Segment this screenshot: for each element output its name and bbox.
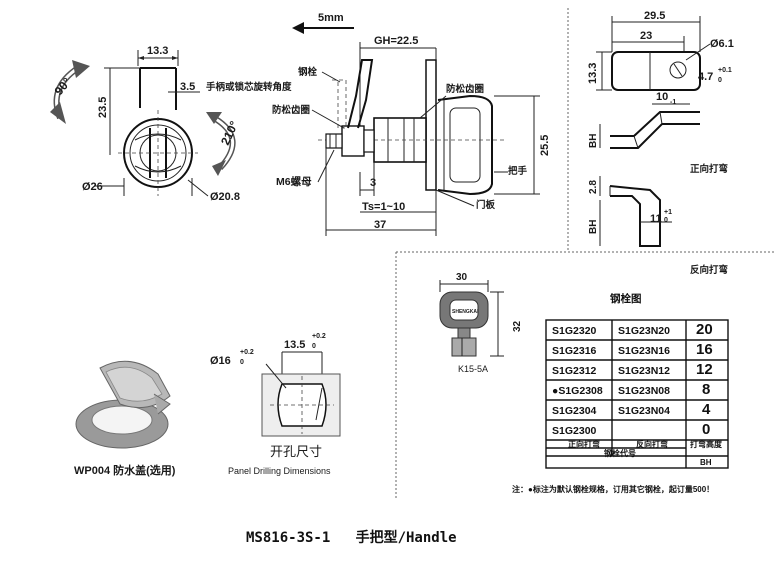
tol-drill-dia-lower: 0 bbox=[240, 359, 244, 366]
cam-table-title: 钢栓图 bbox=[610, 292, 642, 305]
dim-11: 11 bbox=[650, 213, 662, 225]
label-handle: 把手 bbox=[508, 165, 528, 177]
dim-side-height: 25.5 bbox=[539, 135, 551, 156]
drilling-label-en: Panel Drilling Dimensions bbox=[228, 466, 331, 476]
dim-2-8: 2.8 bbox=[588, 180, 599, 194]
label-m6-nut: M6螺母 bbox=[276, 175, 312, 188]
drilling-label-cn: 开孔尺寸 bbox=[270, 444, 322, 459]
dim-front-outer-dia: Ø26 bbox=[82, 181, 103, 193]
drilling-view: Ø16 +0.2 0 13.5 +0.2 0 开孔尺寸 Panel Drilli… bbox=[210, 333, 341, 476]
hdr-reverse-bend: 反向打弯 bbox=[636, 439, 668, 449]
hdr-cam-code: 钢栓代号 bbox=[604, 448, 636, 458]
note-rotation-angle: 手柄或锁芯旋转角度 bbox=[206, 81, 292, 93]
dim-29-5: 29.5 bbox=[644, 10, 665, 22]
cam-row-forward-code: ●S1G2308 bbox=[552, 385, 603, 397]
cam-row-reverse-code: S1G23N12 bbox=[618, 365, 670, 377]
side-view: 5mm GH=22.5 钢栓 防松齿圈 防松齿圈 M6螺母 bbox=[272, 12, 551, 236]
drawing-caption: MS816-3S-1 手把型/Handle bbox=[246, 529, 457, 546]
dim-cam-13-3: 13.3 bbox=[587, 63, 599, 84]
cover-label: WP004 防水盖(选用) bbox=[74, 463, 176, 477]
tol-10-lower: -1 bbox=[670, 99, 676, 106]
tol-drill-dia-upper: +0.2 bbox=[240, 349, 254, 356]
cam-row-bend-height: 20 bbox=[696, 321, 713, 338]
dim-10: 10 bbox=[656, 91, 668, 103]
dim-4-7: 4.7 bbox=[698, 71, 713, 83]
cam-row-forward-code: S1G2312 bbox=[552, 365, 597, 377]
arrow-5mm-label: 5mm bbox=[318, 12, 344, 24]
dim-key-width: 30 bbox=[456, 272, 468, 283]
cam-row-reverse-code: S1G23N20 bbox=[618, 325, 670, 337]
dim-gh: GH=22.5 bbox=[374, 35, 418, 47]
cam-row-reverse-code: S1G23N08 bbox=[618, 385, 670, 397]
cam-row-bend-height: 12 bbox=[696, 361, 713, 378]
dim-37: 37 bbox=[374, 219, 386, 231]
label-reverse-bend: 反向打弯 bbox=[690, 264, 729, 276]
dim-ts: Ts=1~10 bbox=[362, 201, 405, 213]
dim-drill-dia: Ø16 bbox=[210, 355, 231, 367]
cam-row-reverse-code: S1G23N16 bbox=[618, 345, 670, 357]
tol-drill-flat-lower: 0 bbox=[312, 343, 316, 350]
tol-11-lower: 0 bbox=[664, 217, 668, 224]
cam-row-forward-code: S1G2304 bbox=[552, 405, 597, 417]
dim-front-width: 13.3 bbox=[147, 45, 168, 57]
hdr-forward-bend: 正向打弯 bbox=[568, 439, 600, 449]
cam-row-forward-code: S1G2320 bbox=[552, 325, 597, 337]
cam-row-bend-height: 16 bbox=[696, 341, 713, 358]
tol-4-7-lower: 0 bbox=[718, 77, 722, 84]
label-forward-bend: 正向打弯 bbox=[690, 163, 729, 175]
cam-views: 29.5 23 Ø6.1 13.3 4.7 +0.1 0 10 -1 BH 正向… bbox=[587, 10, 734, 276]
key-model: K15-5A bbox=[458, 364, 488, 374]
cam-row-bend-height: 4 bbox=[702, 401, 711, 418]
dim-23: 23 bbox=[640, 30, 652, 42]
dim-front-inner-dia: Ø20.8 bbox=[210, 191, 240, 203]
hdr-bh-abbr: BH bbox=[700, 458, 712, 467]
dim-drill-flat: 13.5 bbox=[284, 339, 305, 351]
tol-11-upper: +1 bbox=[664, 209, 672, 216]
label-lock-washer-left: 防松齿圈 bbox=[272, 104, 310, 116]
key-brand: SHENGKAI bbox=[452, 309, 479, 315]
dim-hole: Ø6.1 bbox=[710, 38, 734, 50]
dim-front-offset: 3.5 bbox=[180, 81, 195, 93]
cam-row-forward-code: S1G2300 bbox=[552, 425, 597, 437]
waterproof-cover: WP004 防水盖(选用) bbox=[74, 360, 176, 477]
dim-3: 3 bbox=[370, 177, 376, 189]
tol-drill-flat-upper: +0.2 bbox=[312, 333, 326, 340]
tol-4-7-upper: +0.1 bbox=[718, 67, 732, 74]
front-view: 13.3 3.5 手柄或锁芯旋转角度 23.5 Ø26 Ø20.8 90° bbox=[50, 45, 292, 203]
key-drawing: 30 SHENGKAI 32 K15-5A bbox=[439, 272, 523, 374]
rotate-left-arrow-icon bbox=[50, 102, 66, 124]
cam-row-bend-height: 0 bbox=[702, 421, 710, 438]
cam-row-bend-height: 8 bbox=[702, 381, 710, 398]
label-bh-2: BH bbox=[588, 220, 599, 234]
hdr-bend-height: 打弯高度 bbox=[690, 439, 723, 449]
label-cam: 钢栓 bbox=[298, 66, 318, 78]
label-bh-1: BH bbox=[588, 134, 599, 148]
dim-front-height: 23.5 bbox=[97, 97, 109, 118]
cam-table-note: 注：●标注为默认钢栓规格，订用其它钢栓，起订量500！ bbox=[512, 484, 714, 494]
label-panel: 门板 bbox=[476, 199, 496, 211]
arrow-left-icon bbox=[292, 22, 304, 34]
label-lock-washer-right: 防松齿圈 bbox=[446, 83, 484, 95]
dim-key-height: 32 bbox=[512, 320, 523, 332]
rotate-right-arrow-icon bbox=[212, 160, 226, 176]
cam-row-forward-code: S1G2316 bbox=[552, 345, 597, 357]
cam-row-reverse-code: S1G23N04 bbox=[618, 405, 670, 417]
